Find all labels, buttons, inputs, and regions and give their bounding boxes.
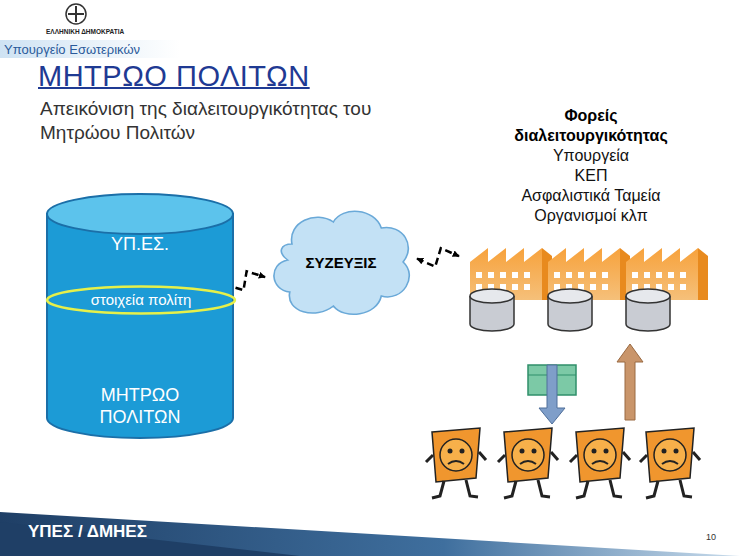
- node-heading: ΣΥΖΕΥΞΙΣ: [268, 204, 414, 322]
- citizens: [426, 428, 700, 498]
- database-cylinder: ΥΠ.ΕΣ. ΜΗΤΡΩΟ ΠΟΛΙΤΩΝ στοιχεία πολίτη: [45, 192, 235, 440]
- request-arrow: [528, 365, 576, 424]
- node-heading: στοιχεία πολίτη: [45, 285, 237, 315]
- link-connector: [417, 248, 459, 266]
- agencies-group: Φορείς διαλειτουργικότηταςΥπουργείαΚΕΠΑσ…: [462, 106, 720, 336]
- footer-text: ΥΠΕΣ / ΔΜΗΕΣ: [28, 522, 147, 542]
- linkage-cloud: ΣΥΖΕΥΞΙΣ: [268, 204, 414, 322]
- node-heading: ΥΠ.ΕΣ.: [45, 234, 235, 255]
- node-heading: Φορείς διαλειτουργικότητας: [491, 106, 691, 146]
- node-text: ΜΗΤΡΩΟ ΠΟΛΙΤΩΝ: [45, 384, 235, 428]
- subtitle: Απεικόνιση της διαλειτουργικότητας του Μ…: [40, 97, 430, 145]
- buildings: [470, 248, 708, 331]
- ministry-name: Υπουργείο Εσωτερικών: [4, 42, 140, 57]
- slide-title: ΜΗΤΡΩΟ ΠΟΛΙΤΩΝ: [38, 60, 310, 93]
- page-number: 10: [706, 532, 716, 542]
- footer-bar: [0, 512, 740, 556]
- emblem: [66, 4, 86, 24]
- response-arrow: [617, 344, 643, 420]
- node-text: Υπουργεία: [462, 146, 720, 166]
- node-text: ΚΕΠ: [462, 166, 720, 186]
- logo-band: [0, 40, 180, 58]
- republic-name: ΕΛΛΗΝΙΚΗ ΔΗΜΟΚΡΑΤΙΑ: [46, 28, 124, 35]
- node-text: Οργανισμοί κλπ: [462, 206, 720, 226]
- node-text: Ασφαλιστικά Ταμεία: [462, 186, 720, 206]
- citizen-data-ellipse: στοιχεία πολίτη: [45, 285, 237, 315]
